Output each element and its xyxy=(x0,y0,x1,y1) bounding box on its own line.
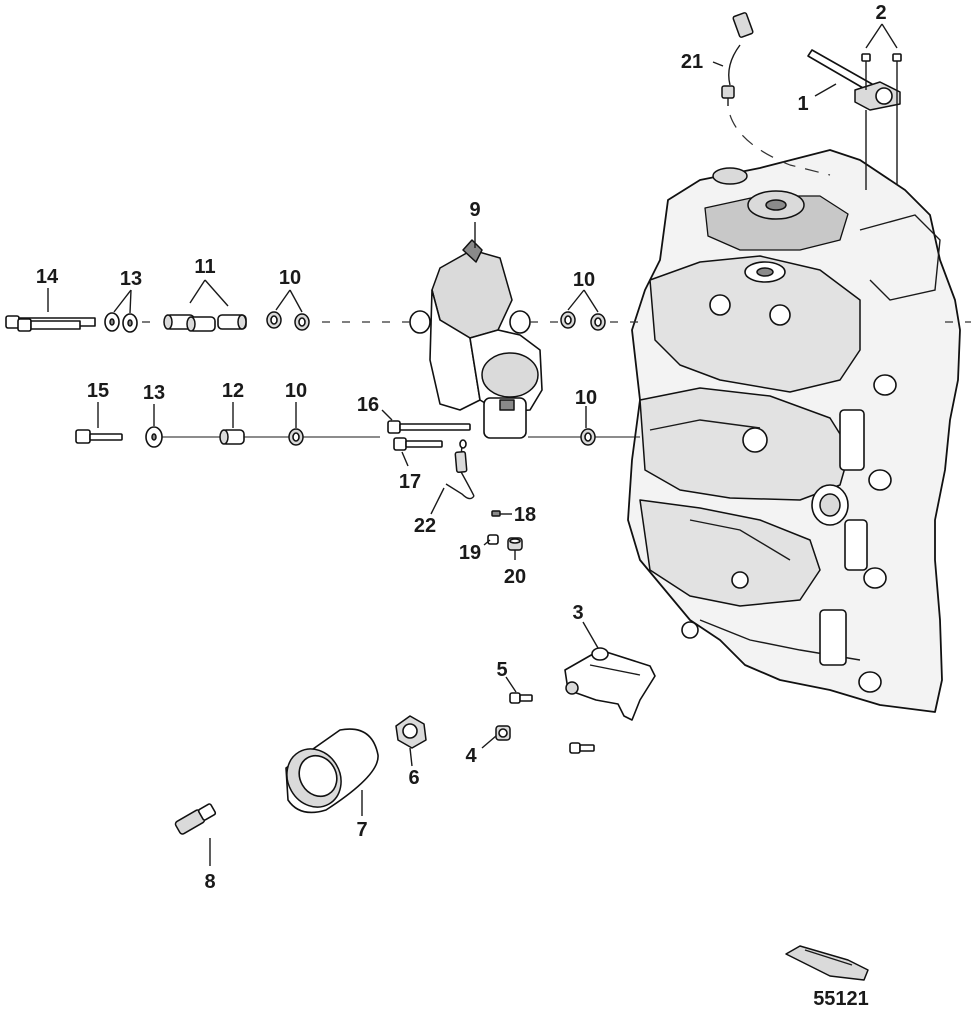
washer-13-row2 xyxy=(145,426,163,448)
grommet-10-row2-right xyxy=(580,428,596,446)
nut-19 xyxy=(487,534,499,545)
figure-number: 55121 xyxy=(813,988,869,1009)
boat-icon xyxy=(785,945,869,981)
screw-18 xyxy=(491,510,501,517)
screw-3-lower xyxy=(569,742,595,754)
grommet-10-row2-left xyxy=(288,428,304,446)
washers-13-row1 xyxy=(104,312,138,333)
callout-10-row1-right: 10 xyxy=(573,269,595,291)
callout-4: 4 xyxy=(465,745,477,767)
bracket-3 xyxy=(564,647,656,721)
engine-block xyxy=(627,149,961,713)
callout-2: 2 xyxy=(875,2,886,24)
grommets-10-row1-left xyxy=(266,311,310,331)
callout-12: 12 xyxy=(222,380,244,402)
callout-11: 11 xyxy=(194,256,215,278)
callout-18: 18 xyxy=(514,504,536,526)
callout-14: 14 xyxy=(36,266,59,288)
callout-10-row2-left: 10 xyxy=(285,380,307,402)
callout-7: 7 xyxy=(356,819,367,841)
callout-6: 6 xyxy=(408,767,419,789)
callout-19: 19 xyxy=(459,542,481,564)
callout-5: 5 xyxy=(496,659,507,681)
nut-20 xyxy=(507,537,523,551)
starter-motor-9 xyxy=(409,239,543,439)
bolt-17 xyxy=(393,437,443,451)
callout-16: 16 xyxy=(357,394,379,416)
callout-3: 3 xyxy=(572,602,583,624)
grommets-10-row1-right xyxy=(560,311,606,331)
sleeve-12 xyxy=(219,429,245,445)
callout-22: 22 xyxy=(414,515,436,537)
oil-filter-7 xyxy=(285,728,379,814)
callout-9: 9 xyxy=(469,199,480,221)
callout-13-row2: 13 xyxy=(143,382,165,404)
bracket-1 xyxy=(807,49,901,190)
callout-21: 21 xyxy=(681,51,703,73)
adapter-6 xyxy=(395,715,427,749)
bolt-2-right xyxy=(892,53,902,72)
fitting-4 xyxy=(495,725,511,741)
bolt-16 xyxy=(387,420,471,434)
callout-13-row1: 13 xyxy=(120,268,142,290)
callout-15: 15 xyxy=(87,380,109,402)
sensor-21 xyxy=(721,12,831,176)
callout-8: 8 xyxy=(204,871,215,893)
sensor-8 xyxy=(174,803,217,835)
bolt-2-left xyxy=(861,53,871,90)
screw-5 xyxy=(509,692,533,704)
sleeves-11 xyxy=(163,314,247,332)
ground-cable-22 xyxy=(445,439,475,500)
callout-20: 20 xyxy=(504,566,526,588)
callout-1: 1 xyxy=(797,93,808,115)
leader-lines xyxy=(47,23,898,866)
callout-10-row2-right: 10 xyxy=(575,387,597,409)
bolts-14 xyxy=(5,315,96,332)
bolt-15 xyxy=(75,429,123,444)
callout-10-row1-left: 10 xyxy=(279,267,301,289)
callout-17: 17 xyxy=(399,471,421,493)
